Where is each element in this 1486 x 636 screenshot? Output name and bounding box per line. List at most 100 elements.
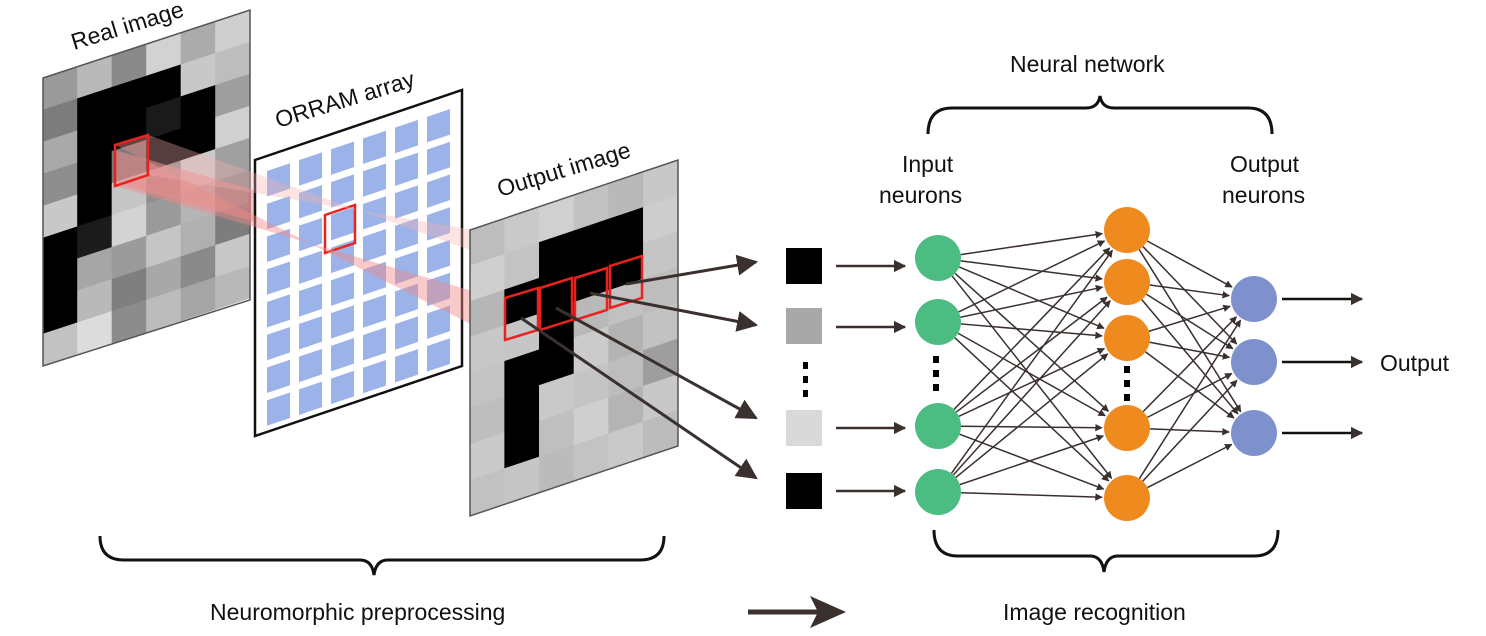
connection-input-hidden: [959, 433, 1105, 491]
input-arrows: [836, 259, 907, 498]
orram-highlight-cell: [323, 203, 357, 255]
connection-input-hidden: [953, 247, 1111, 410]
feature-arrow-3: [555, 306, 758, 420]
image-recognition-label: Image recognition: [1003, 599, 1186, 625]
output-window-3: [573, 266, 609, 322]
connection-hidden-output: [1147, 372, 1233, 419]
connection-hidden-output: [1146, 240, 1233, 288]
output-window-2: [538, 276, 574, 332]
memristor-cell: [299, 348, 323, 383]
output-neuron: [1231, 276, 1277, 322]
memristor-cell: [395, 152, 419, 186]
connection-hidden-output: [1148, 304, 1231, 332]
memristor-cell: [363, 359, 387, 394]
connection-hidden-output: [1147, 443, 1233, 489]
feature-square: [786, 308, 822, 344]
connection-input-hidden: [954, 272, 1109, 412]
recognition-brace: [932, 529, 1280, 573]
connection-input-hidden: [955, 353, 1109, 479]
memristor-cell: [395, 218, 419, 252]
orram-array-panel: ORRAM array: [253, 66, 464, 438]
output-image-panel: Output image: [469, 137, 679, 518]
feature-square: [786, 473, 822, 509]
memristor-cell: [299, 152, 323, 186]
memristor-cell: [267, 261, 291, 295]
input-neurons-label-2: neurons: [879, 182, 962, 208]
memristor-cell: [427, 141, 451, 176]
real-image-border: [42, 8, 251, 368]
connection-hidden-output: [1149, 341, 1231, 360]
memristor-cell: [363, 228, 387, 263]
memristor-cell: [363, 294, 387, 328]
memristor-cell: [363, 163, 387, 197]
memristor-cell: [395, 185, 419, 219]
connection-hidden-output: [1149, 284, 1230, 299]
connection-input-hidden: [960, 284, 1104, 318]
memristor-cell: [299, 381, 323, 415]
neural-network-brace: [926, 95, 1274, 135]
hidden-neuron: [1104, 207, 1150, 253]
memristor-cell: [331, 174, 355, 208]
input-neuron: [915, 299, 961, 345]
network-neurons: [915, 207, 1277, 521]
memristor-cell: [395, 316, 419, 350]
memristor-cell: [427, 272, 451, 307]
memristor-cell: [363, 130, 387, 165]
input-neurons-label-1: Input: [902, 151, 954, 177]
output-label: Output: [1380, 350, 1450, 376]
preprocessing-brace: [98, 535, 666, 576]
connection-input-hidden: [960, 491, 1103, 501]
connection-input-hidden: [958, 240, 1106, 313]
memristor-cell: [427, 174, 451, 208]
connection-input-hidden: [951, 275, 1113, 479]
stage-arrow-head: [810, 596, 846, 628]
memristor-cell: [427, 240, 451, 274]
memristor-cell: [427, 109, 451, 143]
memristor-cell: [299, 185, 323, 219]
memristor-cell: [363, 196, 387, 230]
feature-arrows: [520, 254, 759, 480]
memristor-cell: [331, 207, 355, 241]
connection-input-hidden: [950, 249, 1113, 474]
output-neurons-label-2: neurons: [1222, 182, 1305, 208]
feature-dots: [803, 362, 808, 397]
memristor-cell: [395, 349, 419, 383]
hidden-neuron: [1104, 475, 1150, 521]
connection-hidden-output: [1138, 249, 1242, 413]
memristor-cell: [299, 217, 323, 252]
output-image-grid: [469, 159, 679, 517]
real-image-grid: [42, 9, 251, 367]
memristor-cell: [395, 283, 419, 317]
memristor-cell: [331, 272, 355, 306]
input-neuron: [915, 235, 961, 281]
connection-hidden-output: [1146, 293, 1234, 350]
connection-input-hidden: [954, 337, 1110, 482]
memristor-cell: [267, 163, 291, 197]
connection-input-hidden: [957, 332, 1106, 417]
feature-square: [786, 248, 822, 284]
memristor-cell: [395, 119, 419, 154]
memristor-cell: [427, 338, 451, 372]
connection-hidden-output: [1141, 299, 1239, 415]
connection-input-hidden: [960, 423, 1103, 432]
neural-network-label: Neural network: [1010, 51, 1165, 77]
output-arrows: [1282, 292, 1364, 440]
feature-arrow-1: [625, 254, 759, 286]
output-neuron: [1231, 339, 1277, 385]
input-neuron: [915, 469, 961, 515]
memristor-cell: [363, 327, 387, 361]
memristor-cell: [331, 370, 355, 405]
connection-hidden-output: [1142, 246, 1238, 345]
memristor-cell: [427, 305, 451, 339]
connection-hidden-output: [1142, 379, 1238, 482]
orram-cells: [267, 109, 451, 426]
memristor-cell: [427, 207, 451, 241]
memristor-cell: [331, 338, 355, 372]
memristor-cell: [331, 141, 355, 175]
output-image-border: [469, 158, 679, 518]
connection-input-hidden: [955, 296, 1108, 413]
memristor-cell: [267, 228, 291, 263]
output-neuron: [1231, 410, 1277, 456]
feature-squares: [786, 248, 822, 509]
